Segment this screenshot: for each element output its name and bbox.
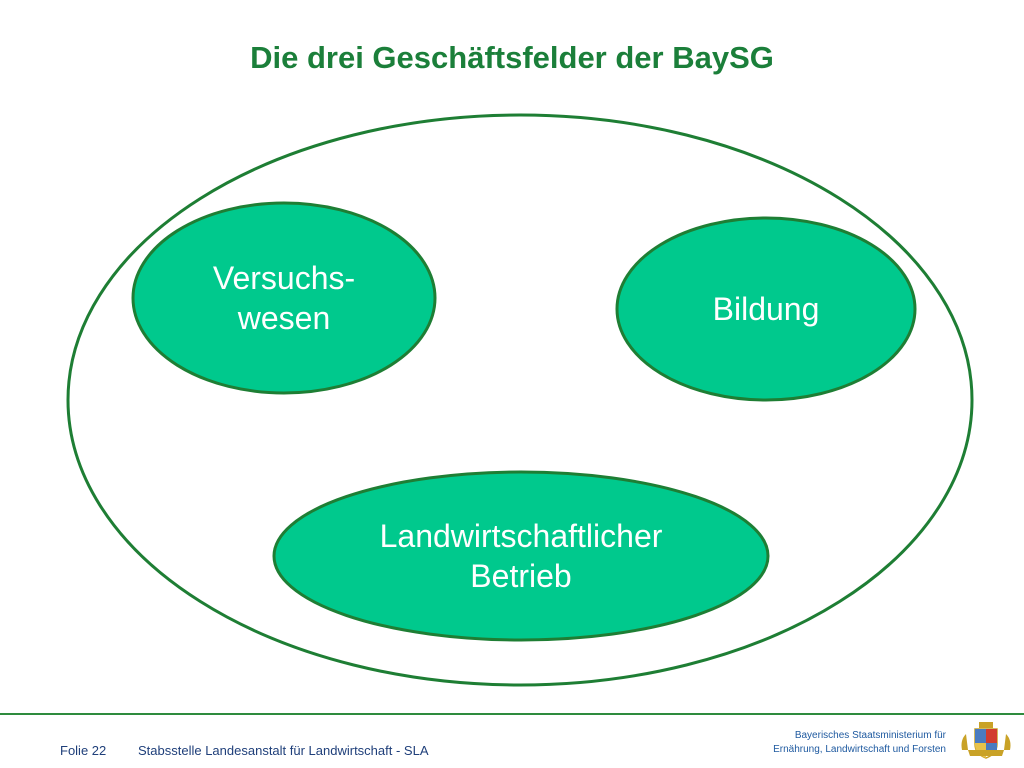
field-label-versuchswesen: Versuchs- wesen bbox=[212, 260, 356, 336]
slide-number: Folie 22 bbox=[60, 743, 107, 758]
field-label-landwirtschaftlicher-betrieb: Landwirtschaftlicher Betrieb bbox=[379, 518, 663, 594]
bavarian-coat-of-arms-icon bbox=[961, 722, 1011, 759]
ministry-line-2: Ernährung, Landwirtschaft und Forsten bbox=[773, 744, 946, 755]
department-name: Stabsstelle Landesanstalt für Landwirtsc… bbox=[138, 743, 429, 758]
field-bubble-versuchswesen bbox=[131, 201, 437, 395]
ministry-name: Bayerisches Staatsministerium für Ernähr… bbox=[773, 729, 946, 757]
outer-ellipse bbox=[66, 113, 974, 687]
footer-divider bbox=[0, 713, 1024, 715]
slide-title: Die drei Geschäftsfelder der BaySG bbox=[250, 40, 774, 75]
ministry-line-1: Bayerisches Staatsministerium für bbox=[794, 730, 946, 741]
field-bubble-bildung bbox=[615, 216, 917, 402]
field-label-bildung: Bildung bbox=[712, 291, 820, 327]
field-bubble-landwirtschaftlicher-betrieb bbox=[272, 470, 770, 642]
